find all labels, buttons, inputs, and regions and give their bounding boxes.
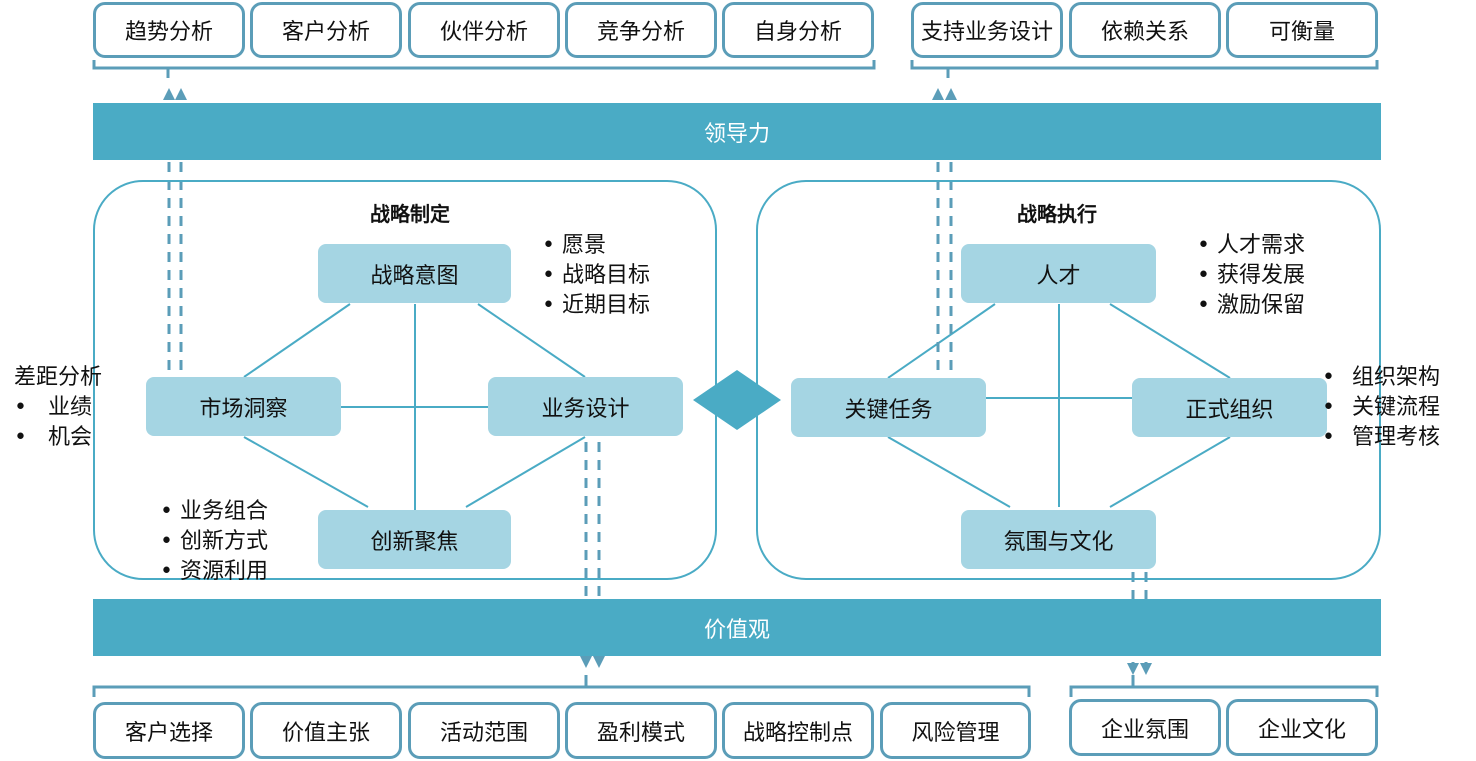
top-right-bracket [910,60,1379,78]
node-climate-culture: 氛围与文化 [961,510,1156,569]
box-partner-analysis: 伙伴分析 [408,2,560,58]
list-item: 业务组合 [160,497,268,527]
box-customer-analysis: 客户分析 [250,2,402,58]
gap-analysis: 差距分析 业绩 机会 [14,363,102,453]
box-trend-analysis: 趋势分析 [93,2,245,58]
list-item: 愿景 [542,231,650,261]
list-item: 业绩 [14,393,102,423]
list-item: 战略目标 [542,261,650,291]
box-control-point: 战略控制点 [722,702,874,759]
bottom-left-bracket [92,675,1031,697]
list-item: 组织架构 [1322,363,1440,393]
box-risk-management: 风险管理 [880,702,1031,759]
box-competition-analysis: 竞争分析 [565,2,717,58]
list-item: 近期目标 [542,291,650,321]
list-item: 关键流程 [1322,393,1440,423]
list-item: 资源利用 [160,557,268,587]
strategy-formulation-panel [93,180,717,580]
intent-list: 愿景 战略目标 近期目标 [542,231,650,321]
node-formal-org: 正式组织 [1132,378,1327,437]
top-left-bracket [92,60,876,78]
bottom-right-bracket [1069,675,1379,697]
gap-title: 差距分析 [14,365,103,390]
list-item: 创新方式 [160,527,268,557]
box-self-analysis: 自身分析 [722,2,874,58]
values-bar: 价值观 [93,599,1381,656]
box-corporate-climate: 企业氛围 [1069,699,1221,756]
innovation-list: 业务组合 创新方式 资源利用 [160,497,268,587]
box-profit-model: 盈利模式 [565,702,717,759]
box-support-design: 支持业务设计 [911,2,1063,58]
node-business-design: 业务设计 [488,377,683,436]
list-item: 机会 [14,423,102,453]
node-innovation-focus: 创新聚焦 [318,510,511,569]
list-item: 激励保留 [1197,291,1305,321]
box-measurable: 可衡量 [1226,2,1378,58]
strategy-execution-title: 战略执行 [1017,202,1097,226]
arrowheads [163,88,1152,675]
node-market-insight: 市场洞察 [146,377,341,436]
talent-list: 人才需求 获得发展 激励保留 [1197,231,1305,321]
node-key-tasks: 关键任务 [791,378,986,437]
box-corporate-culture: 企业文化 [1226,699,1378,756]
box-dependency: 依赖关系 [1069,2,1221,58]
list-item: 获得发展 [1197,261,1305,291]
leadership-bar: 领导力 [93,103,1381,160]
box-value-proposition: 价值主张 [250,702,402,759]
node-strategic-intent: 战略意图 [318,244,511,303]
strategy-formulation-title: 战略制定 [370,202,450,226]
box-customer-selection: 客户选择 [93,702,245,759]
node-talent: 人才 [961,244,1156,303]
list-item: 人才需求 [1197,231,1305,261]
list-item: 管理考核 [1322,423,1440,453]
box-activity-scope: 活动范围 [408,702,560,759]
org-list: 组织架构 关键流程 管理考核 [1322,363,1440,453]
